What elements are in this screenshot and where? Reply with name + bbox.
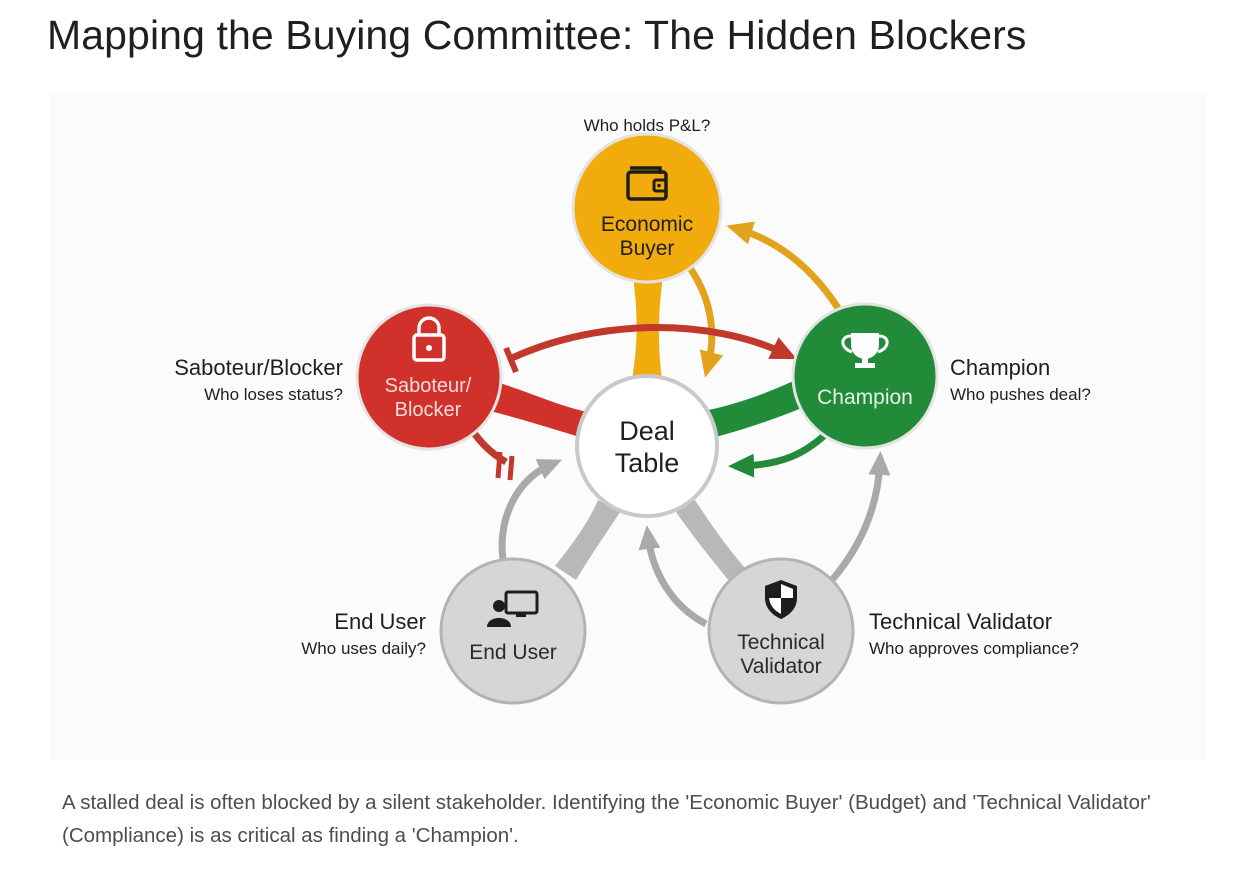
lock-icon [412,316,446,362]
economic-buyer-question: Who holds P&L? [584,116,711,135]
saboteur-block-bar-bottom [495,451,515,481]
buyer-to-center-arrow [687,266,724,378]
validator-question: Who approves compliance? [869,639,1079,658]
champion-stem [708,378,802,438]
economic-buyer-stem [632,268,664,380]
validator-label-1: Technical [737,631,825,654]
end-user-node: End User [439,557,587,705]
validator-stem [676,500,745,582]
saboteur-block-bar-top [503,346,519,374]
validator-side-title: Technical Validator [869,609,1052,634]
champion-label: Champion [817,386,913,409]
champion-side-title: Champion [950,355,1050,380]
shield-icon [765,580,797,619]
champion-node: Champion [791,302,939,450]
validator-to-center-arrow [638,525,708,628]
end-user-stem [555,500,620,580]
saboteur-node: Saboteur/ Blocker [355,303,503,451]
champion-to-buyer-arrow [726,221,841,310]
caption: A stalled deal is often blocked by a sil… [62,791,1151,847]
deal-table-label-2: Table [615,448,680,478]
end-user-label: End User [469,641,557,664]
relationship-arrows [469,221,891,628]
saboteur-stem [486,380,588,438]
trophy-icon [841,333,889,368]
saboteur-question: Who loses status? [204,385,343,404]
end-user-question: Who uses daily? [301,639,426,658]
user-monitor-icon [487,590,539,627]
champion-question: Who pushes deal? [950,385,1091,404]
wallet-icon [626,166,668,201]
deal-table-label-1: Deal [619,416,675,446]
end-user-side-title: End User [334,609,426,634]
validator-label-2: Validator [740,655,821,678]
economic-buyer-label-2: Buyer [620,237,675,260]
connector-stems [486,268,802,582]
technical-validator-node: Technical Validator [707,557,855,705]
economic-buyer-label-1: Economic [601,213,693,236]
deal-table-node: Deal Table [575,374,719,518]
champion-to-center-arrow [728,427,833,478]
economic-buyer-node: Economic Buyer [571,132,723,284]
saboteur-label-2: Blocker [395,399,462,421]
saboteur-to-champion-arrow [510,324,797,362]
validator-to-champion-arrow [829,451,891,583]
saboteur-side-title: Saboteur/Blocker [174,355,343,380]
page-title: Mapping the Buying Committee: The Hidden… [47,12,1027,58]
end-user-to-center-arrow [498,459,563,561]
saboteur-label-1: Saboteur/ [385,375,472,397]
